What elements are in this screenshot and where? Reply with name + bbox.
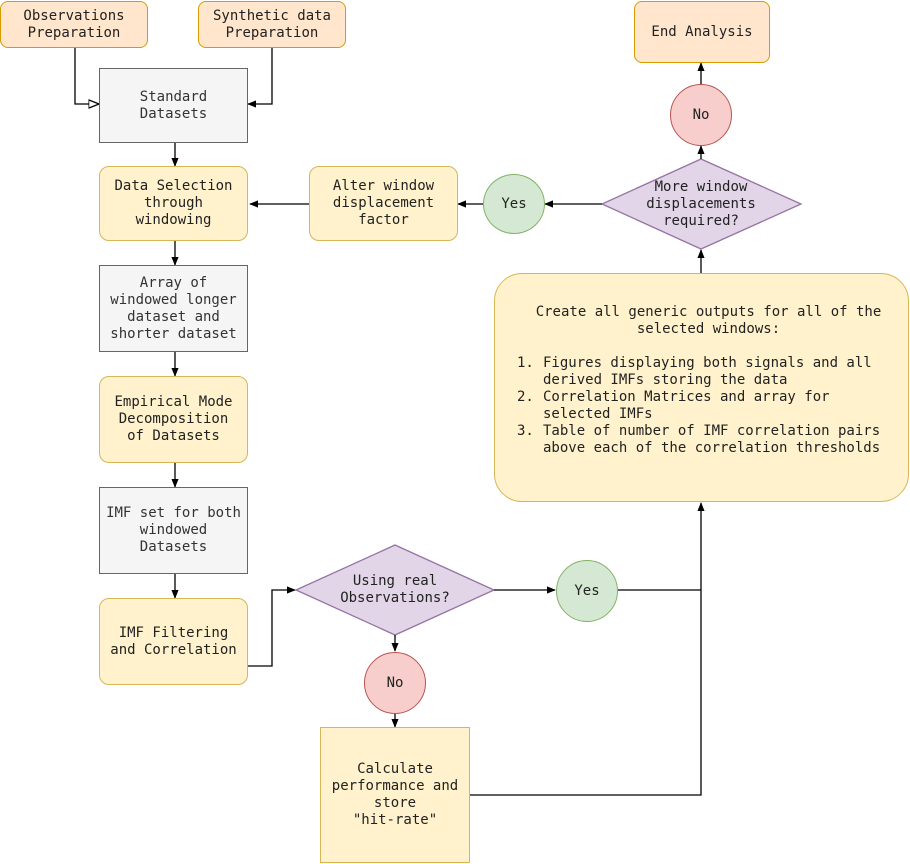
yes-top-node: Yes xyxy=(483,174,545,234)
no-bottom-node: No xyxy=(364,652,426,714)
list-item-text: Figures displaying both signals and all … xyxy=(543,355,872,388)
edge-calculate-to-outputs xyxy=(470,502,705,796)
using-real-observations-label: Using real Observations? xyxy=(340,573,450,606)
list-item-number: 2. xyxy=(517,389,534,405)
more-window-displacements-diamond xyxy=(600,158,803,250)
standard-datasets-node: Standard Datasets xyxy=(99,68,248,143)
imf-set-node: IMF set for both windowed Datasets xyxy=(99,487,248,574)
list-item: 1. Figures displaying both signals and a… xyxy=(517,355,892,389)
list-item: 2. Correlation Matrices and array for se… xyxy=(517,389,892,423)
list-item: 3. Table of number of IMF correlation pa… xyxy=(517,423,892,457)
list-item-text: Table of number of IMF correlation pairs… xyxy=(543,423,881,456)
edge-filtering-to-decision xyxy=(248,586,296,667)
yes-middle-node: Yes xyxy=(556,560,618,622)
list-item-number: 3. xyxy=(517,423,534,439)
imf-filtering-node: IMF Filtering and Correlation xyxy=(99,598,248,685)
list-item-number: 1. xyxy=(517,355,534,371)
generic-outputs-list: 1. Figures displaying both signals and a… xyxy=(517,355,892,457)
synthetic-data-preparation-node: Synthetic data Preparation xyxy=(198,1,346,48)
generic-outputs-heading: Create all generic outputs for all of th… xyxy=(535,304,882,337)
no-top-node: No xyxy=(670,84,732,146)
observations-preparation-node: Observations Preparation xyxy=(0,1,148,48)
more-window-displacements-label: More window displacements required? xyxy=(646,178,756,229)
edge-synthetic-to-standard xyxy=(247,48,273,108)
array-windowed-node: Array of windowed longer dataset and sho… xyxy=(99,265,248,352)
list-item-text: Correlation Matrices and array for selec… xyxy=(543,389,830,422)
generic-outputs-node: Create all generic outputs for all of th… xyxy=(494,273,909,502)
edge-observations-to-standard xyxy=(74,48,98,104)
end-analysis-node: End Analysis xyxy=(634,1,770,63)
alter-window-node: Alter window displacement factor xyxy=(309,166,458,241)
calculate-performance-node: Calculate performance and store "hit-rat… xyxy=(320,727,470,863)
emd-node: Empirical Mode Decomposition of Datasets xyxy=(99,376,248,463)
data-selection-node: Data Selection through windowing xyxy=(99,166,248,241)
